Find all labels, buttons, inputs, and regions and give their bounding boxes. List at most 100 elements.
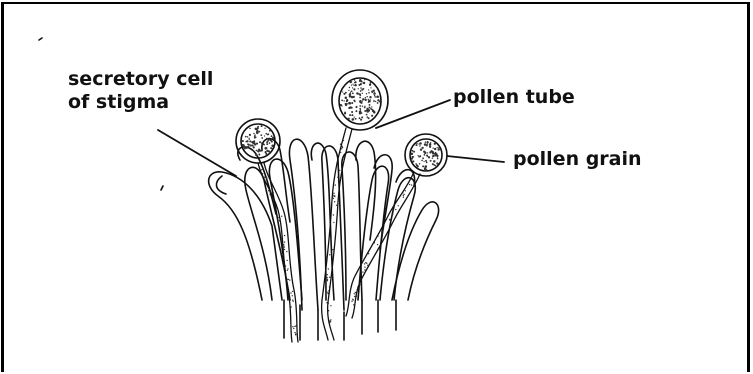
- stipple-dot: [292, 299, 293, 300]
- stipple-dot: [361, 116, 363, 118]
- stipple-dot: [271, 135, 273, 137]
- stipple-dot: [430, 150, 433, 153]
- stipple-dot: [351, 111, 353, 113]
- stipple-dot: [268, 137, 269, 138]
- stipple-dot: [334, 201, 335, 202]
- stipple-dot: [361, 89, 363, 91]
- stipple-dot: [411, 158, 413, 160]
- stipple-dot: [266, 147, 268, 149]
- stipple-dot: [377, 244, 378, 245]
- stipple-dot: [425, 160, 427, 162]
- stipple-dot: [368, 92, 370, 94]
- stipple-dot: [421, 147, 423, 149]
- stipple-dot: [360, 90, 362, 92]
- stipple-dot: [395, 209, 396, 210]
- stipple-dot: [366, 96, 367, 97]
- stipple-dot: [345, 103, 347, 105]
- stipple-dot: [389, 219, 390, 220]
- stipple-dot: [340, 104, 342, 106]
- stipple-dot: [256, 143, 257, 144]
- stipple-dot: [264, 128, 265, 129]
- stipple-dot: [253, 141, 256, 144]
- stipple-dot: [352, 92, 354, 94]
- stipple-dot: [425, 141, 427, 143]
- stipple-dot: [354, 293, 355, 294]
- stipple-dot: [379, 100, 381, 102]
- label-secretory-cell: secretory cell of stigma: [68, 68, 213, 114]
- stipple-dot: [353, 304, 354, 305]
- stigma-cell: [342, 152, 362, 300]
- stipple-dot: [351, 84, 352, 85]
- stipple-dot: [336, 205, 337, 206]
- stipple-dot: [360, 100, 362, 102]
- stipple-dot: [415, 144, 417, 146]
- leader-line-secretory-cell: [158, 130, 236, 176]
- stigma-cell: [289, 139, 318, 310]
- stipple-dot: [358, 88, 359, 89]
- pollen-grain: [332, 70, 388, 130]
- stipple-dot: [362, 98, 364, 100]
- stipple-dot: [381, 234, 382, 235]
- stipple-dot: [355, 106, 357, 108]
- stipple-dot: [287, 260, 288, 261]
- stipple-dot: [351, 90, 353, 92]
- stipple-dot: [371, 106, 372, 107]
- stipple-dot: [362, 105, 363, 106]
- stipple-dot: [327, 280, 328, 281]
- stipple-dot: [246, 140, 248, 142]
- stipple-dot: [413, 151, 415, 153]
- stipple-dot: [351, 114, 353, 116]
- stipple-dot: [247, 136, 248, 137]
- stipple-dot: [294, 326, 295, 327]
- stipple-dot: [359, 112, 362, 115]
- stipple-dot: [366, 109, 368, 111]
- stipple-dot: [261, 137, 263, 139]
- stipple-dot: [434, 143, 436, 145]
- stipple-dot: [345, 92, 347, 94]
- stipple-dot: [360, 109, 361, 110]
- stipple-dot: [424, 154, 426, 156]
- stipple-dot: [424, 168, 426, 170]
- stipple-dot: [259, 150, 260, 151]
- stipple-dot: [335, 184, 336, 185]
- label-pollen-tube: pollen tube: [453, 86, 575, 109]
- stipple-dot: [359, 93, 361, 95]
- stipple-dot: [405, 190, 406, 191]
- speck: [39, 38, 42, 40]
- stipple-dot: [404, 194, 405, 195]
- stipple-dot: [432, 148, 433, 149]
- stipple-dot: [292, 326, 293, 327]
- stipple-dot: [328, 268, 329, 269]
- stipple-dot: [351, 96, 353, 98]
- stipple-dot: [352, 87, 353, 88]
- stipple-dot: [259, 154, 261, 156]
- stipple-dot: [344, 112, 346, 114]
- label-secretory-cell-line1: secretory cell: [68, 68, 213, 91]
- stipple-dot: [373, 92, 376, 95]
- stipple-dot: [261, 169, 262, 170]
- stipple-dot: [264, 177, 265, 178]
- stigma-cells: [209, 139, 439, 340]
- stipple-dot: [351, 107, 353, 109]
- stipple-dot: [377, 102, 378, 103]
- stipple-dot: [383, 229, 384, 230]
- stipple-dot: [362, 271, 363, 272]
- stipple-dot: [264, 135, 265, 136]
- stigma-cell-outline: [216, 176, 226, 194]
- stipple-dot: [257, 126, 259, 128]
- stipple-dot: [266, 178, 267, 179]
- stipple-dot: [374, 95, 375, 96]
- stigma-base: [284, 300, 396, 340]
- stipple-dot: [354, 296, 355, 297]
- stipple-dot: [364, 110, 366, 112]
- stipple-dot: [333, 195, 334, 196]
- stipple-dot: [281, 216, 282, 217]
- stipple-dot: [360, 80, 362, 82]
- stipple-dot: [333, 222, 334, 223]
- stipple-dot: [430, 160, 432, 162]
- stipple-dot: [266, 143, 268, 145]
- stipple-dot: [360, 102, 362, 104]
- stipple-dot: [255, 128, 258, 131]
- stipple-dot: [371, 115, 373, 117]
- stipple-dot: [368, 99, 369, 100]
